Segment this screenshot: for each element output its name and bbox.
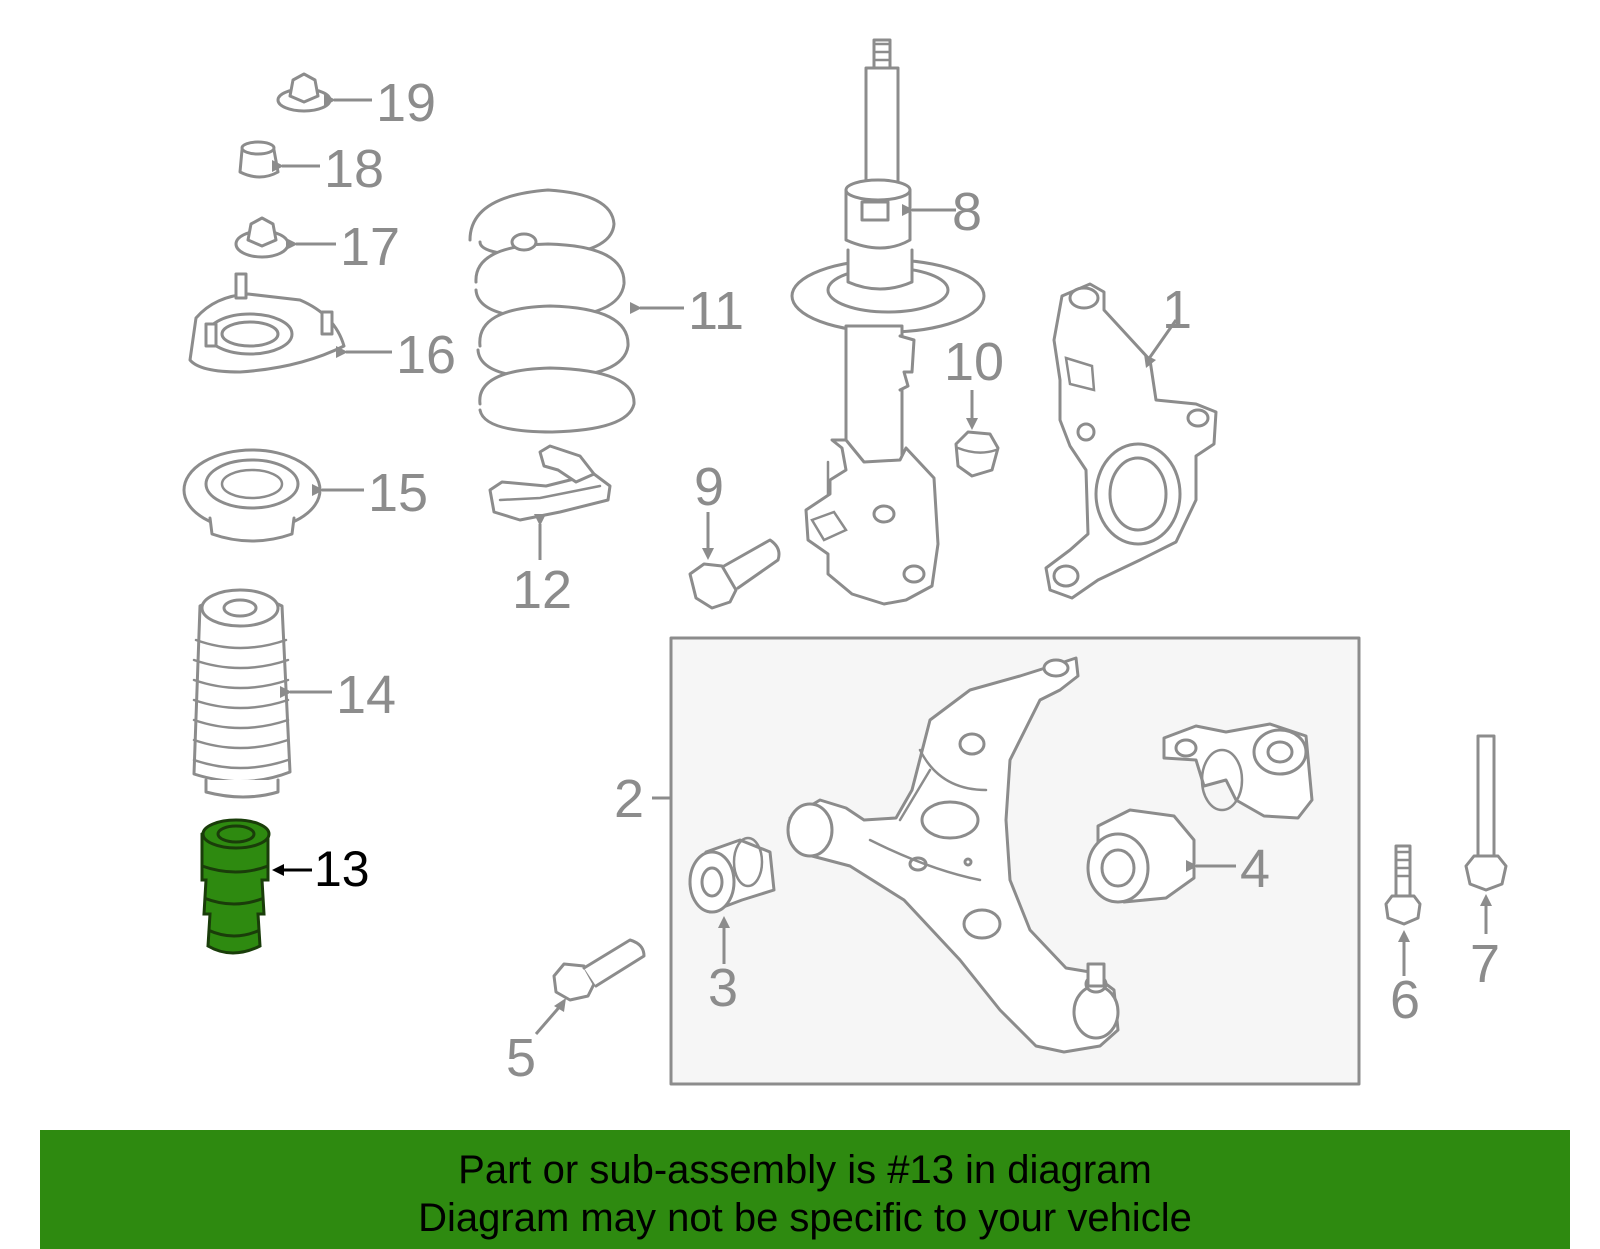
part-8-strut-assembly[interactable]: 8 bbox=[790, 38, 986, 606]
part-14-dust-boot[interactable]: 14 bbox=[192, 588, 396, 799]
part-11-coil-spring[interactable]: 11 bbox=[468, 188, 744, 434]
callout-1: 1 bbox=[1162, 280, 1192, 340]
part-2-control-arm-assembly[interactable]: 2 3 4 bbox=[614, 636, 1361, 1086]
callout-19: 19 bbox=[376, 73, 436, 133]
part-9-bolt[interactable]: 9 bbox=[688, 457, 781, 610]
callout-11: 11 bbox=[688, 281, 744, 341]
callout-18: 18 bbox=[324, 139, 384, 199]
callout-15: 15 bbox=[368, 463, 428, 523]
part-6-bolt[interactable]: 6 bbox=[1384, 844, 1422, 1030]
info-banner: Part or sub-assembly is #13 in diagram D… bbox=[40, 1130, 1570, 1249]
callout-4: 4 bbox=[1240, 839, 1270, 899]
part-13-bump-stop-highlighted[interactable]: 13 bbox=[200, 818, 370, 955]
callout-13: 13 bbox=[314, 841, 370, 897]
callout-5: 5 bbox=[506, 1028, 536, 1088]
part-12-spring-insulator[interactable]: 12 bbox=[488, 444, 612, 620]
callout-10: 10 bbox=[944, 332, 1004, 392]
part-1-knuckle[interactable]: 1 bbox=[1044, 280, 1218, 600]
callout-8: 8 bbox=[952, 182, 982, 242]
part-18-cap[interactable]: 18 bbox=[238, 139, 384, 199]
callout-2: 2 bbox=[614, 769, 644, 829]
callout-6: 6 bbox=[1390, 970, 1420, 1030]
callout-16: 16 bbox=[396, 325, 456, 385]
callout-17: 17 bbox=[340, 217, 400, 277]
part-5-bolt[interactable]: 5 bbox=[506, 938, 646, 1088]
callout-3: 3 bbox=[708, 958, 738, 1018]
callout-7: 7 bbox=[1470, 934, 1500, 994]
part-15-spring-seat[interactable]: 15 bbox=[182, 448, 428, 543]
part-19-nut[interactable]: 19 bbox=[276, 72, 436, 133]
part-7-bolt[interactable]: 7 bbox=[1464, 734, 1508, 994]
part-16-strut-mount[interactable]: 16 bbox=[188, 272, 456, 385]
callout-9: 9 bbox=[694, 457, 724, 517]
callout-14: 14 bbox=[336, 665, 396, 725]
part-10-nut[interactable]: 10 bbox=[944, 332, 1004, 478]
callout-12: 12 bbox=[512, 560, 572, 620]
part-17-nut[interactable]: 17 bbox=[234, 216, 400, 277]
banner-line-1: Part or sub-assembly is #13 in diagram bbox=[458, 1148, 1152, 1192]
banner-line-2: Diagram may not be specific to your vehi… bbox=[418, 1196, 1192, 1240]
